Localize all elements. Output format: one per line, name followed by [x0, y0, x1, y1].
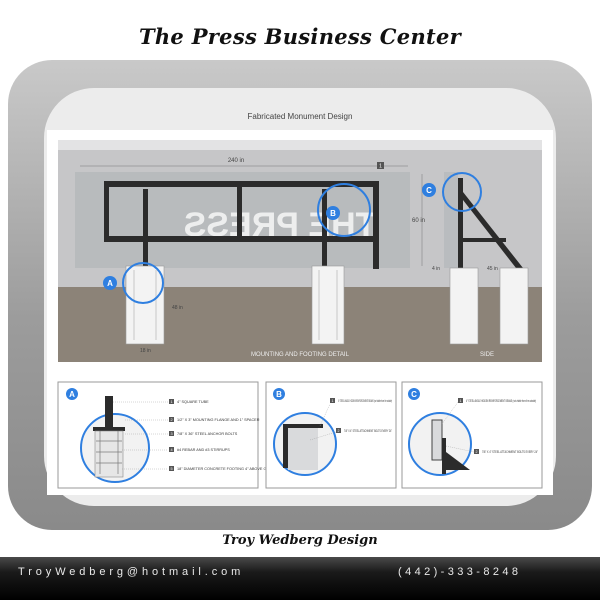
- contact-bar: [0, 557, 600, 600]
- detail-a-note-1: 4" SQUARE TUBE: [177, 400, 209, 404]
- svg-text:1: 1: [332, 399, 334, 403]
- side-footing-front: [449, 267, 479, 345]
- width-dimension: 240 in: [228, 158, 244, 164]
- callout-label-b: B: [330, 209, 336, 218]
- designer-credit: Troy Wedberg Design: [222, 533, 378, 548]
- small-tag-box: [377, 162, 384, 169]
- right-end-post: [373, 181, 379, 269]
- detail-a-note-5: 18" DIAMETER CONCRETE FOOTING 4" ABOVE G…: [177, 467, 277, 471]
- callout-circle-b: [317, 183, 371, 237]
- contact-email[interactable]: TroyWedberg@hotmail.com: [18, 566, 245, 578]
- detail-b: B 1 4" STEEL ANGLE HIDDEN REINFORCEMENT …: [265, 381, 397, 489]
- callout-badge-b: [326, 206, 340, 220]
- contact-phone[interactable]: (442)-333-8248: [398, 566, 522, 578]
- callout-circle-a: [122, 262, 164, 304]
- callout-badge-c: [422, 183, 436, 197]
- caption-mounting: MOUNTING AND FOOTING DETAIL: [251, 352, 350, 358]
- side-footing-back: [499, 267, 529, 345]
- svg-text:5: 5: [170, 467, 172, 471]
- svg-text:2: 2: [338, 429, 340, 433]
- footing-dimension: 48 in: [172, 305, 183, 311]
- footing-right: [311, 265, 345, 345]
- callout-circle-c: [442, 172, 482, 212]
- detail-c-note-1: 4" STEEL ANGLE HIDDEN REINFORCEMENT BEAM…: [466, 399, 536, 403]
- support-post-right: [322, 189, 327, 269]
- square-tube: [105, 396, 113, 432]
- detail-a: A 1 4" SQUARE TUBE 2 1/2" X 3" MOUNTING …: [57, 381, 277, 489]
- svg-text:4: 4: [170, 448, 172, 452]
- side-post: [458, 178, 463, 269]
- detail-c: C 1 4" STEEL ANGLE HIDDEN REINFORCEMENT …: [401, 381, 543, 489]
- callout-label-c: C: [426, 186, 432, 195]
- side-cabinet: [444, 172, 458, 268]
- sheet-title: Fabricated Monument Design: [247, 112, 353, 121]
- caption-side: SIDE: [480, 352, 494, 358]
- svg-text:2: 2: [170, 418, 172, 422]
- left-end-post: [104, 181, 109, 242]
- support-post-left: [143, 189, 148, 269]
- page-title: The Press Business Center: [138, 24, 462, 49]
- callout-label-a: A: [107, 279, 113, 288]
- detail-b-note-1: 4" STEEL ANGLE HIDDEN REINFORCEMENT BEAM…: [338, 399, 392, 403]
- sign-cabinet: [75, 172, 410, 268]
- svg-text:1: 1: [170, 400, 172, 404]
- detail-a-label: A: [69, 390, 75, 399]
- low-dimension: 4 in: [432, 266, 440, 272]
- footing-left: [125, 265, 165, 345]
- detail-a-note-4: #4 REBAR AND #3 STIRRUPS: [177, 448, 230, 452]
- detail-a-note-3: 7/8" X 36" STEEL ANCHOR BOLTS: [177, 432, 238, 436]
- detail-c-note-2: 7/8" X 4" STEEL ATTACHMENT BOLTS EVERY 2…: [482, 450, 538, 454]
- main-elevation: THE PRESS 240 in 60 in 4 in 48 in 18 in …: [58, 140, 542, 362]
- middle-post: [237, 181, 242, 242]
- footing-rebar: [133, 270, 338, 340]
- detail-b-label: B: [276, 390, 282, 399]
- side-dimension: 45 in: [487, 266, 498, 272]
- svg-text:3: 3: [170, 432, 172, 436]
- side-strut: [458, 238, 506, 242]
- side-brace: [463, 192, 523, 268]
- base-dimension: 18 in: [140, 348, 151, 354]
- small-tag: 1: [379, 164, 382, 170]
- detail-b-note-2: 7/8" X 4" STEEL ATTACHMENT BOLTS EVERY 2…: [344, 429, 392, 433]
- svg-text:1: 1: [460, 399, 462, 403]
- callout-badge-a: [103, 276, 117, 290]
- svg-text:2: 2: [476, 450, 478, 454]
- detail-a-note-2: 1/2" X 3" MOUNTING FLANGE AND 1" SPACER: [177, 418, 260, 422]
- detail-c-label: C: [411, 390, 417, 399]
- height-dimension: 60 in: [412, 218, 425, 224]
